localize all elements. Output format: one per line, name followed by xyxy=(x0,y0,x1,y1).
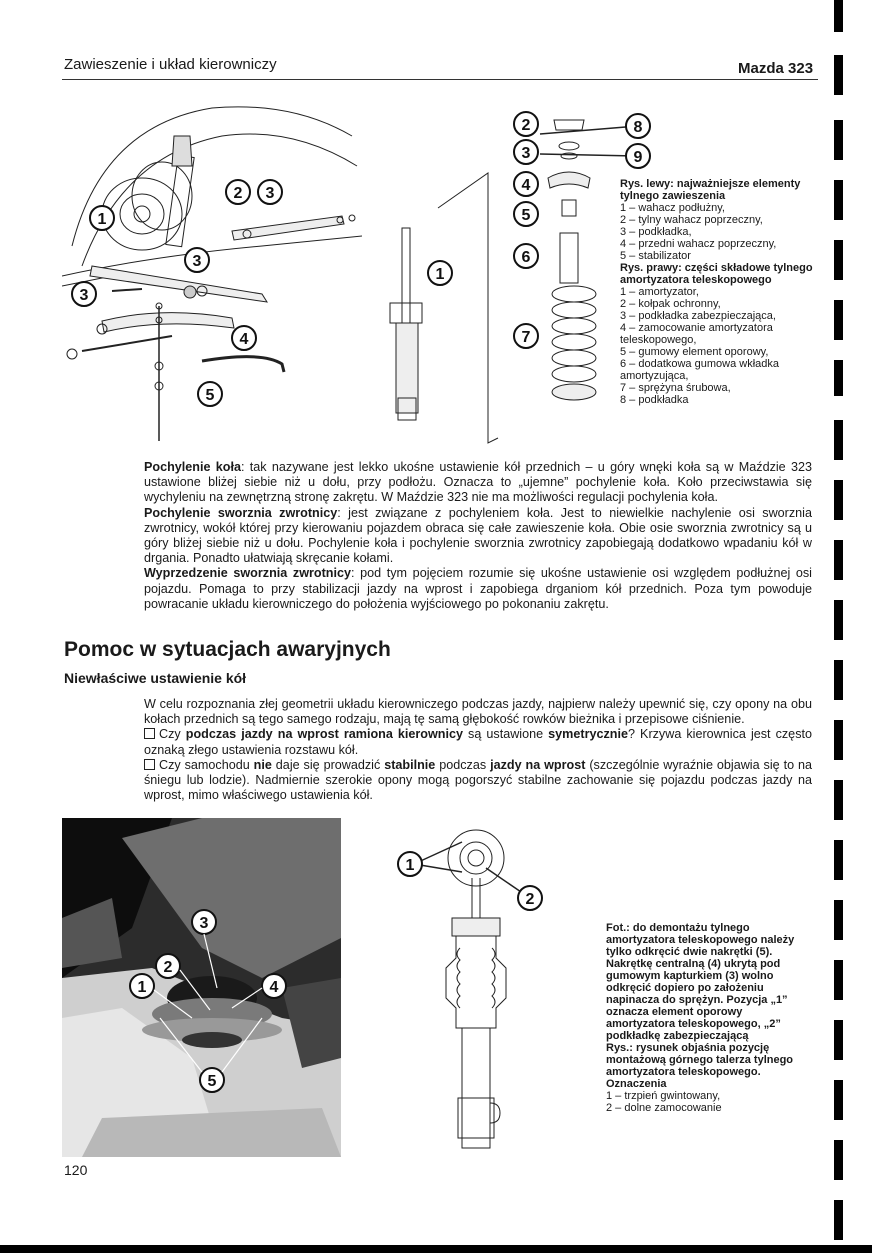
svg-text:2: 2 xyxy=(164,959,173,976)
top-figure-caption: Rys. lewy: najważniejsze elementy tylneg… xyxy=(620,178,826,406)
caption-right-item: 1 – amortyzator, xyxy=(620,286,699,298)
svg-text:2: 2 xyxy=(526,891,535,908)
svg-text:6: 6 xyxy=(522,249,531,266)
bottom-figure-caption: Fot.: do demontażu tylnego amortyzatora … xyxy=(606,922,806,1114)
svg-text:3: 3 xyxy=(193,253,202,270)
header-rule xyxy=(62,79,818,80)
caption-right-item: 2 – kołpak ochronny, xyxy=(620,298,721,310)
svg-text:5: 5 xyxy=(208,1073,217,1090)
svg-text:1: 1 xyxy=(406,857,415,874)
paragraph-kingpin-inclination: Pochylenie sworznia zwrotnicy: jest zwią… xyxy=(144,505,812,566)
svg-text:1: 1 xyxy=(436,266,445,283)
caption-left-item: 5 – stabilizator xyxy=(620,250,691,262)
caption-right-item: 3 – podkładka zabezpieczająca, xyxy=(620,310,776,322)
term-kingpin-inclination: Pochylenie sworznia zwrotnicy xyxy=(144,505,338,520)
checkbox-icon xyxy=(144,728,155,740)
paragraph-question-stability: Czy samochodu nie daje się prowadzić sta… xyxy=(144,757,813,803)
paragraph-intro: W celu rozpoznania złej geometrii układu… xyxy=(144,697,812,727)
caption-left-item: 1 – wahacz podłużny, xyxy=(620,202,725,214)
running-header-model: Mazda 323 xyxy=(738,60,814,77)
caption-left-item: 4 – przedni wahacz poprzeczny, xyxy=(620,238,777,250)
caption-left-item: 3 – podkładka, xyxy=(620,226,692,238)
caption-right-item: 7 – sprężyna śrubowa, xyxy=(620,382,731,394)
svg-text:3: 3 xyxy=(200,915,209,932)
caption-left-item: 2 – tylny wahacz poprzeczny, xyxy=(620,214,763,226)
svg-text:4: 4 xyxy=(270,979,279,996)
caption-right-item: 4 – zamocowanie amortyzatora teleskopowe… xyxy=(620,322,773,346)
caption-right-item: 5 – gumowy element oporowy, xyxy=(620,346,769,358)
svg-text:5: 5 xyxy=(522,207,531,224)
shock-top-mount-drawing: 1 2 xyxy=(397,829,543,1149)
svg-text:2: 2 xyxy=(234,185,243,202)
caption-right-title: Rys. prawy: części składowe tylnego amor… xyxy=(620,262,813,286)
svg-text:1: 1 xyxy=(98,211,107,228)
page-number: 120 xyxy=(64,1162,88,1178)
caption-left-title: Rys. lewy: najważniejsze elementy tylneg… xyxy=(620,178,801,202)
rear-suspension-illustration: 1 2 3 3 3 4 5 xyxy=(62,106,362,441)
paragraph-camber: Pochylenie koła: tak nazywane jest lekko… xyxy=(144,460,812,505)
wheel-alignment-text: W celu rozpoznania złej geometrii układu… xyxy=(144,697,812,803)
drawing-caption-item: 1 – trzpień gwintowany, xyxy=(606,1090,721,1102)
term-caster: Wyprzedzenie sworznia zwrotnicy xyxy=(144,566,351,581)
svg-text:7: 7 xyxy=(522,329,531,346)
svg-text:2: 2 xyxy=(522,117,531,134)
drawing-caption-text: Rys.: rysunek objaśnia pozycję montażową… xyxy=(606,1042,794,1090)
caption-right-item: 6 – dodatkowa gumowa wkładka amortyzując… xyxy=(620,358,779,382)
svg-text:5: 5 xyxy=(206,387,215,404)
svg-text:1: 1 xyxy=(138,979,147,996)
paragraph-question-steering: Czy podczas jazdy na wprost ramiona kier… xyxy=(144,727,812,757)
shock-mount-photo: 3 2 1 4 5 xyxy=(62,818,341,1157)
drawing-caption-item: 2 – dolne zamocowanie xyxy=(606,1102,722,1114)
svg-text:3: 3 xyxy=(266,185,275,202)
photo-caption-text: Fot.: do demontażu tylnego amortyzatora … xyxy=(606,922,795,1042)
svg-text:4: 4 xyxy=(240,331,249,348)
subsection-heading: Niewłaściwe ustawienie kół xyxy=(64,670,247,686)
bottom-scan-bar xyxy=(0,1245,872,1253)
caption-right-item: 8 – podkładka xyxy=(620,394,689,406)
checkbox-icon xyxy=(144,758,155,770)
svg-text:8: 8 xyxy=(634,119,643,136)
svg-text:3: 3 xyxy=(522,145,531,162)
svg-text:9: 9 xyxy=(634,149,643,166)
term-camber: Pochylenie koła xyxy=(144,460,241,474)
shock-absorber-illustration: 1 2 3 4 5 6 7 8 9 xyxy=(389,111,651,444)
wheel-geometry-text: Pochylenie koła: tak nazywane jest lekko… xyxy=(144,460,812,612)
svg-text:3: 3 xyxy=(80,287,89,304)
svg-text:4: 4 xyxy=(522,177,531,194)
running-header-section: Zawieszenie i układ kierowniczy xyxy=(64,56,277,73)
paragraph-caster: Wyprzedzenie sworznia zwrotnicy: pod tym… xyxy=(144,566,812,611)
section-heading: Pomoc w sytuacjach awaryjnych xyxy=(64,638,391,661)
